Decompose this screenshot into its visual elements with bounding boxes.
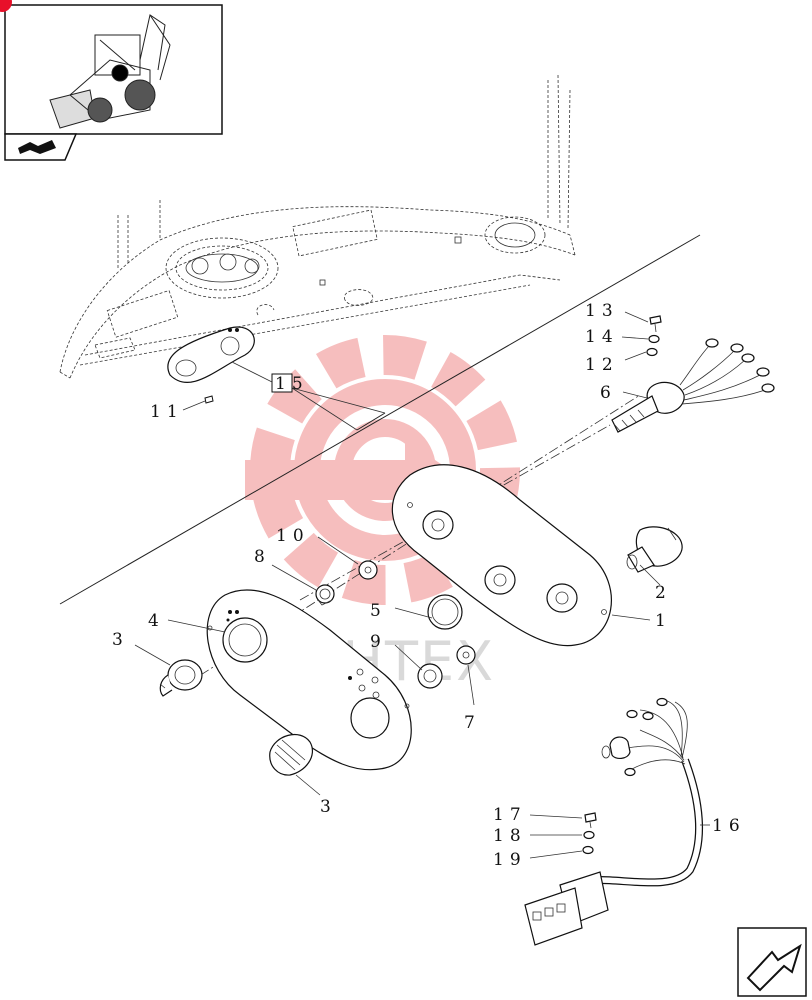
callout-8: 8 <box>254 547 271 567</box>
switch-2 <box>626 526 683 573</box>
callout-10: 10 <box>276 526 310 546</box>
callout-11: 11 <box>150 402 184 422</box>
rear-plate-1 <box>391 464 612 647</box>
nut-19 <box>582 845 594 855</box>
callout-14: 14 <box>585 327 619 347</box>
screw-11 <box>204 395 214 404</box>
screw-17 <box>584 812 597 829</box>
assembly-axis-2 <box>299 424 611 601</box>
nut-12 <box>646 347 658 357</box>
callout-3-upper: 3 <box>112 630 129 650</box>
thumbnail-panel[interactable] <box>0 0 223 135</box>
section-divider <box>59 234 701 605</box>
callout-box-15 <box>271 373 293 393</box>
thumbnail-badge <box>0 0 12 12</box>
knob-3-lower <box>269 733 313 776</box>
spacer-8 <box>315 584 335 606</box>
callout-18: 18 <box>493 826 527 846</box>
washer-14 <box>648 334 660 344</box>
grommet-5 <box>427 594 463 630</box>
callout-6: 6 <box>600 383 617 403</box>
callout-3-lower: 3 <box>320 797 337 817</box>
next-arrow-icon[interactable] <box>737 927 807 997</box>
dash-switch-panel <box>167 326 255 383</box>
callout-13: 13 <box>585 301 619 321</box>
wiring-harness-16 <box>524 697 703 946</box>
screw-13 <box>649 315 662 333</box>
callout-1: 1 <box>655 611 672 631</box>
switch-6 <box>611 338 775 433</box>
leader-lines <box>134 311 710 859</box>
knob-3-upper <box>159 659 203 697</box>
callout-17: 17 <box>493 805 527 825</box>
callout-15: 15 <box>275 374 309 394</box>
backhoe-loader-icon <box>49 14 171 129</box>
callout-12: 12 <box>585 355 619 375</box>
callout-5: 5 <box>370 601 387 621</box>
washer-18 <box>583 830 595 840</box>
spacer-9 <box>417 663 443 689</box>
callout-9: 9 <box>370 632 387 652</box>
callout-19: 19 <box>493 850 527 870</box>
callout-2: 2 <box>655 583 672 603</box>
washer-7 <box>456 645 476 665</box>
callout-16: 16 <box>712 816 746 836</box>
divider-break <box>356 412 386 431</box>
washer-10 <box>358 560 378 580</box>
front-plate-4 <box>206 589 412 771</box>
callout-7: 7 <box>464 713 481 733</box>
callout-4: 4 <box>148 611 165 631</box>
back-arrow-icon[interactable] <box>4 133 78 161</box>
